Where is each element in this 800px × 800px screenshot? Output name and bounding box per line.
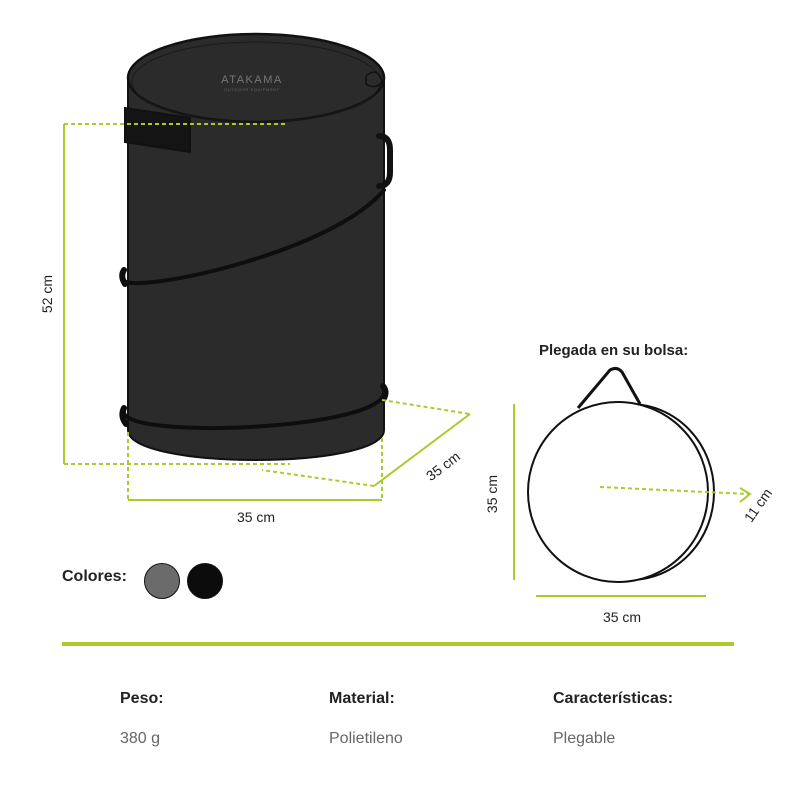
spec-features-title: Características: — [553, 690, 674, 707]
colors-label: Colores: — [62, 568, 127, 585]
folded-dimension-lines — [513, 404, 752, 597]
depth-dimension-label: 35 cm — [423, 448, 463, 484]
spec-material-title: Material: — [329, 690, 395, 707]
height-dimension-label: 52 cm — [39, 275, 55, 313]
width-dimension-label: 35 cm — [237, 509, 275, 525]
brand-logo: ATAKAMA — [221, 74, 282, 86]
brand-logo-subtext: OUTDOOR EQUIPMENT — [224, 87, 280, 92]
spec-weight-value: 380 g — [120, 730, 161, 747]
bag-strap — [576, 366, 642, 409]
folded-height-label: 35 cm — [484, 475, 500, 513]
spec-features-value: Plegable — [553, 730, 616, 747]
spiral-wire — [122, 188, 386, 286]
spec-weight-title: Peso: — [120, 690, 164, 707]
main-dimension-lines — [63, 123, 471, 501]
left-handle — [124, 106, 191, 154]
pop-up-bin: ATAKAMA OUTDOOR EQUIPMENT — [119, 32, 393, 461]
folded-bag — [527, 366, 715, 583]
section-divider — [62, 642, 734, 646]
product-diagram: ATAKAMA OUTDOOR EQUIPMENT 52 cm 35 cm 35… — [39, 32, 775, 625]
bottom-ring — [122, 390, 386, 430]
color-swatch-black[interactable] — [187, 563, 223, 599]
spec-material-value: Polietileno — [329, 730, 403, 747]
right-handle — [376, 133, 393, 189]
folded-title: Plegada en su bolsa: — [539, 342, 688, 359]
folded-width-label: 35 cm — [603, 609, 641, 625]
color-swatch-gray[interactable] — [144, 563, 180, 599]
